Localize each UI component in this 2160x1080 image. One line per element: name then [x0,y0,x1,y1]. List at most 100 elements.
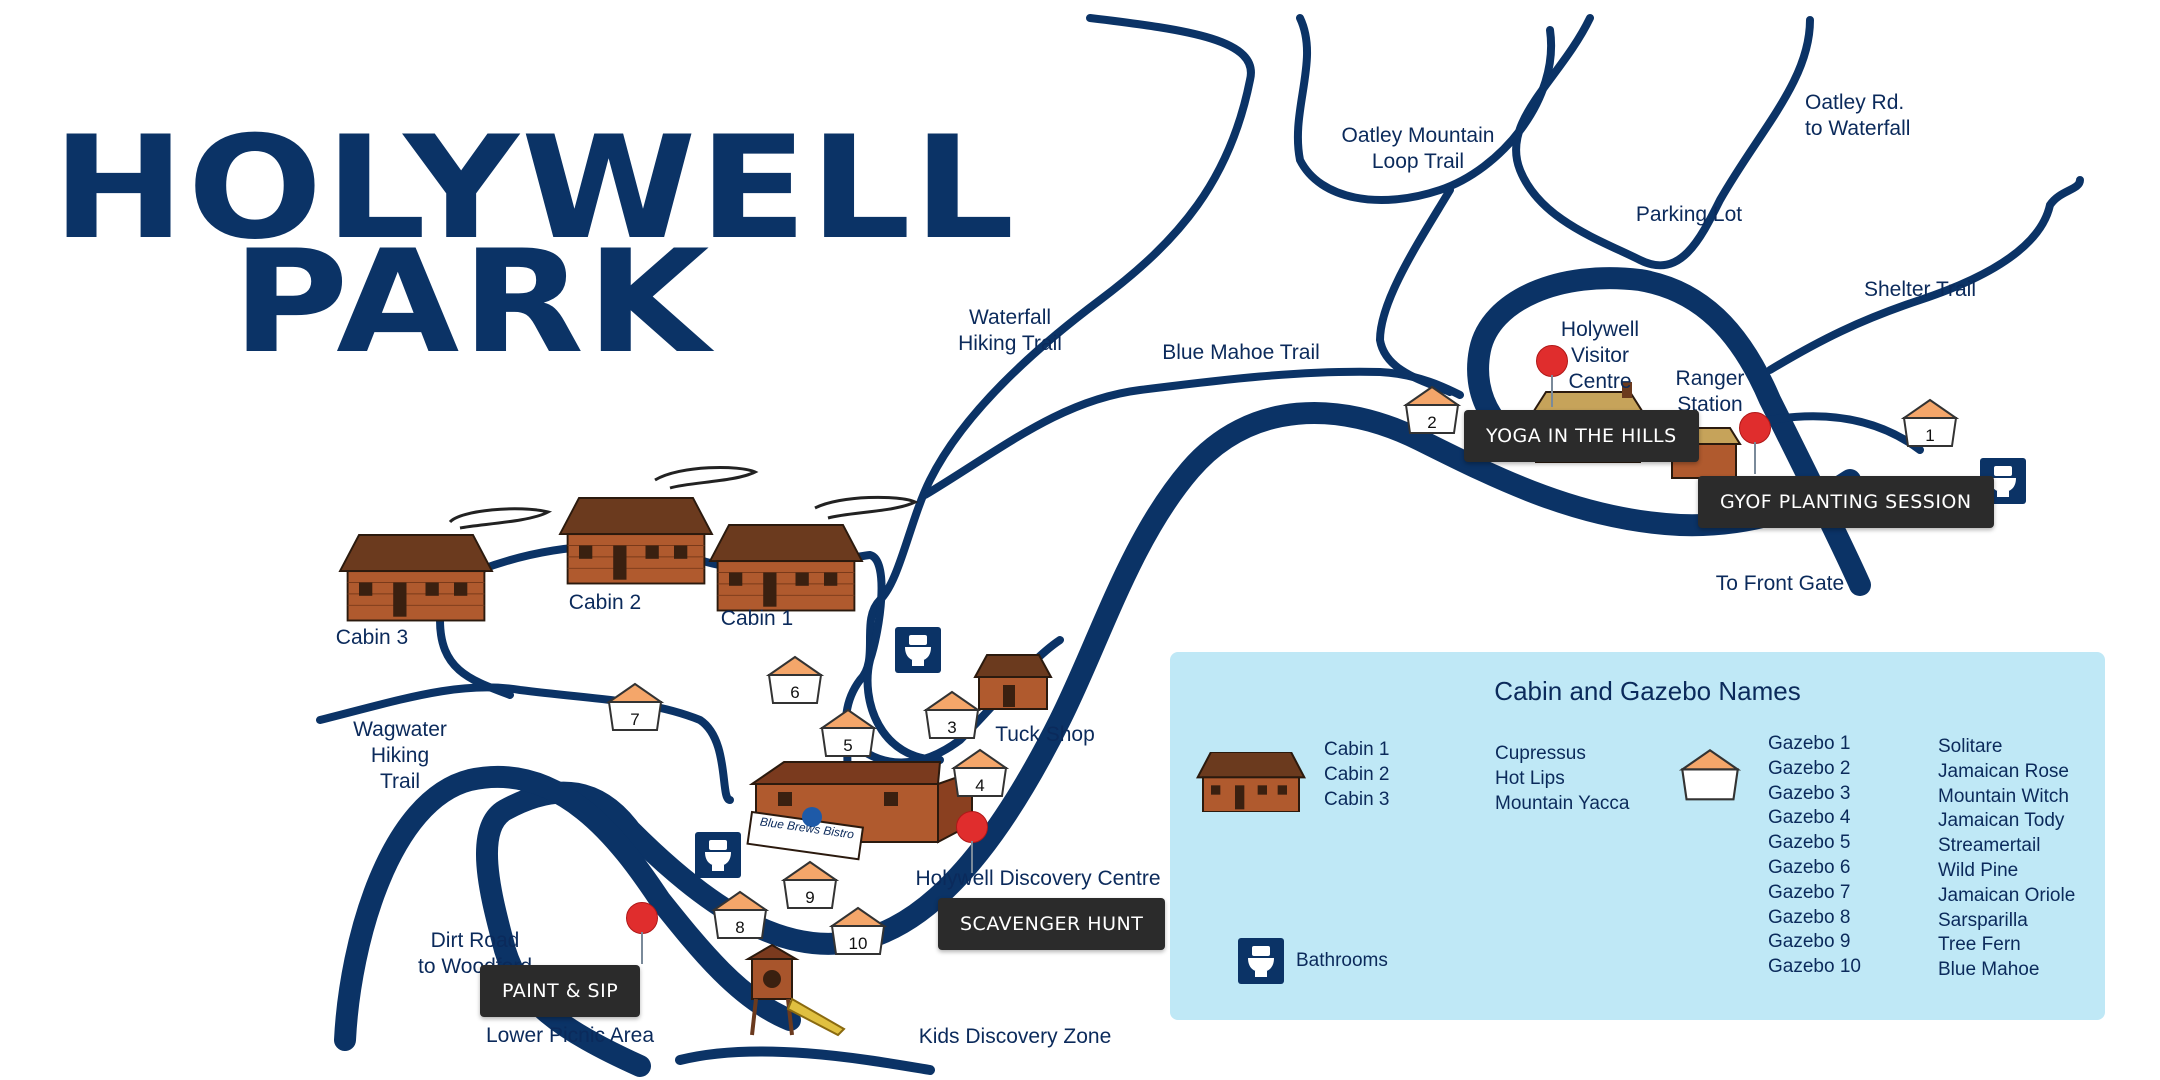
oatley-rd-label: Oatley Rd. to Waterfall [1805,91,1911,140]
kids-zone-label: Kids Discovery Zone [918,1025,1112,1048]
cabin-legend-icon [1196,752,1306,812]
cabin-3-building [339,534,493,622]
legend-gazebo-list: Gazebo 1 Gazebo 2 Gazebo 3 Gazebo 4 Gaze… [1768,732,1861,980]
gazebo-icon [950,748,1010,797]
legend-gazebo: Gazebo 8 [1768,906,1851,928]
gazebo-1[interactable]: 1 [1900,398,1960,454]
cabin-3-label: Cabin 3 [335,626,409,649]
legend-gazebo: Gazebo 9 [1768,931,1851,953]
gazebo-2[interactable]: 2 [1402,385,1462,441]
tuck-shop-building [973,654,1053,710]
paint-event-button[interactable]: PAINT & SIP [480,965,641,1017]
park-title-line2: PARK [232,220,712,385]
bathrooms-legend-label: Bathrooms [1296,950,1388,971]
oatley-connector-trail [1375,186,1454,396]
legend-gazebo-name: Wild Pine [1938,859,2019,881]
gazebo-number: 1 [1925,426,1935,445]
gazebo-8[interactable]: 8 [710,890,770,946]
shelter-trail [1766,176,2084,374]
bathroom-icon[interactable] [895,627,941,673]
gazebo-icon [1900,398,1960,447]
legend-title: Cabin and Gazebo Names [1494,676,1801,706]
legend-gazebo-name: Mountain Witch [1938,785,2069,807]
gazebo-number: 5 [843,736,853,755]
gazebo-icon [710,890,770,939]
gazebo-icon [818,708,878,757]
gazebo-7[interactable]: 7 [605,682,665,738]
oatley-loop-trail-label: Oatley Mountain Loop Trail [1341,124,1495,173]
gazebo-3[interactable]: 3 [922,690,982,746]
cabin-2-label: Cabin 2 [568,591,642,614]
gazebo-number: 8 [735,918,745,937]
legend-gazebo-names: Solitare Jamaican Rose Mountain Witch Ja… [1938,735,2075,983]
play-structure-icon [744,943,846,1037]
gazebo-legend-icon [1678,748,1742,801]
legend-gazebo-name: Jamaican Tody [1938,810,2065,832]
pin-head [626,902,658,934]
gazebo-5[interactable]: 5 [818,708,878,764]
gazebo-9[interactable]: 9 [780,860,840,916]
gyof-event-button[interactable]: GYOF PLANTING SESSION [1698,476,1994,528]
legend-gazebo-name: Sarsparilla [1938,909,2028,931]
main-road [475,402,1861,1077]
lower-road [334,765,801,1051]
legend-panel: Cabin and Gazebo Names Cabin 1 Cabin 2 C… [1170,652,2105,1020]
gazebo-10[interactable]: 10 [828,906,888,962]
wagwater-trail [316,683,734,804]
gazebo-icon [828,906,888,955]
legend-gazebo-name: Tree Fern [1938,934,2021,956]
scavenger-location-pin[interactable] [956,811,988,875]
pin-head [1739,412,1771,444]
blue-mahoe-trail-label: Blue Mahoe Trail [1162,341,1320,364]
gazebo-number: 9 [805,888,815,907]
parking-trail [1512,14,1814,270]
waterfall-trail-label: Waterfall Hiking Trail [958,306,1062,355]
gazebo-4[interactable]: 4 [950,748,1010,804]
bathroom-icon[interactable] [1980,458,2026,504]
legend-gazebo-name: Jamaican Oriole [1938,884,2076,906]
bathroom-legend-icon [1238,938,1284,984]
pin-head [956,811,988,843]
wagwater-trail-label: Wagwater Hiking Trail [353,718,447,793]
yoga-event-button[interactable]: YOGA IN THE HILLS [1464,410,1699,462]
gazebo-number: 10 [848,934,868,953]
yoga-location-pin[interactable] [1536,345,1568,409]
legend-cabin: Cabin 2 [1324,763,1390,785]
gazebo-icon [765,655,825,704]
gazebo-6[interactable]: 6 [765,655,825,711]
gazebo-icon [605,682,665,731]
legend-gazebo: Gazebo 4 [1768,807,1851,829]
paint-location-pin[interactable] [626,902,658,966]
gazebo-number: 6 [790,683,800,702]
legend-gazebo-name: Solitare [1938,736,2003,757]
cabin-2-building [559,497,713,585]
legend-gazebo-name: Blue Mahoe [1938,959,2040,981]
pin-head [1536,345,1568,377]
visitor-centre-label: Holywell Visitor Centre [1560,318,1640,393]
gazebo-number: 4 [975,776,985,795]
cabin-1-building [709,524,863,612]
legend-gazebo: Gazebo 6 [1768,856,1851,878]
gazebo-icon [780,860,840,909]
gazebo-icon [1402,385,1462,434]
legend-cabin-names: Cupressus Hot Lips Mountain Yacca [1495,742,1630,816]
cabin-1-label: Cabin 1 [720,607,794,630]
pin-stem [1754,442,1756,474]
legend-cabin-list: Cabin 1 Cabin 2 Cabin 3 [1324,738,1390,812]
scavenger-event-button[interactable]: SCAVENGER HUNT [938,898,1166,950]
legend-gazebo: Gazebo 5 [1768,832,1851,854]
bathroom-icon[interactable] [695,832,741,878]
pin-stem [971,841,973,873]
lower-picnic-label: Lower Picnic Area [485,1024,655,1047]
smoke-icon [654,466,759,490]
shelter-trail-label: Shelter Trail [1863,278,1977,301]
pin-stem [1551,375,1553,407]
gyof-location-pin[interactable] [1739,412,1771,476]
legend-gazebo: Gazebo 3 [1768,782,1851,804]
tuck-shop-label: Tuck Shop [995,723,1095,746]
gazebo-number: 2 [1427,413,1437,432]
gazebo1-trail [1766,412,1924,454]
legend-gazebo: Gazebo 7 [1768,881,1851,903]
legend-cabin-name: Cupressus [1495,743,1586,764]
